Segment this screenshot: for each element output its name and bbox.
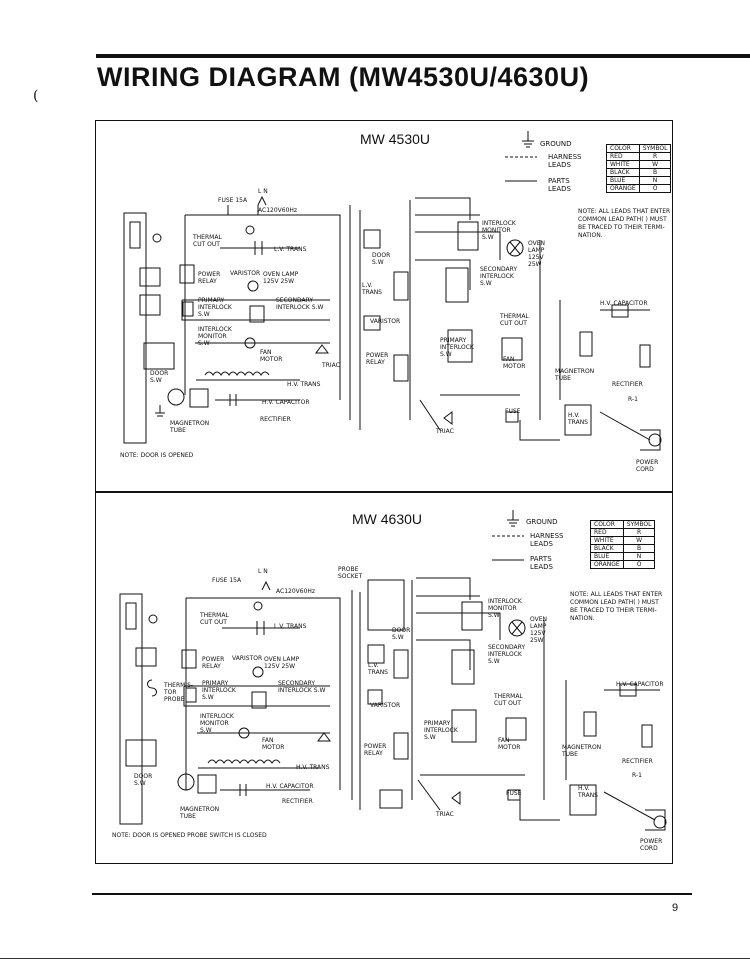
diagram-panel-mw4530u [95, 120, 673, 492]
label-hv-capacitor-b: H.V. CAPACITOR [266, 783, 314, 790]
label-hv-trans: H.V. TRANS [287, 381, 321, 388]
label-thermal-cutout: THERMAL CUT OUT [193, 234, 222, 248]
ground-icon-top [505, 131, 537, 182]
note-leads-top: NOTE: ALL LEADS THAT ENTER COMMON LEAD P… [578, 208, 671, 239]
label-interlock-monitor-right: INTERLOCK MONITOR S.W [482, 220, 516, 241]
label-rectifier-right-b: RECTIFIER [622, 758, 653, 765]
label-interlock-monitor-right-b: INTERLOCK MONITOR S.W [488, 598, 522, 619]
label-hv-trans-right: H.V. TRANS [568, 412, 588, 426]
label-hv-capacitor-right: H.V. CAPACITOR [600, 300, 648, 307]
legend-parts-bottom: PARTS LEADS [530, 555, 553, 571]
label-lv-trans-right-b: L.V. TRANS [368, 662, 388, 676]
label-fuse-b: FUSE 15A [212, 577, 242, 584]
label-door-sw-right: DOOR S.W [372, 252, 391, 266]
page-title: WIRING DIAGRAM (MW4530U/4630U) [97, 62, 590, 92]
label-fuse-right-b: FUSE [506, 790, 522, 797]
label-fuse: FUSE 15A [218, 197, 248, 204]
schematic-left-top [123, 195, 341, 444]
label-thermal-cutout-right: THERMAL CUT OUT [500, 313, 529, 327]
label-power-cord: POWER CORD [636, 459, 659, 473]
label-supply-b: AC120V60Hz [276, 588, 316, 595]
label-secondary-interlock-b: SECONDARY INTERLOCK S.W [278, 680, 326, 694]
legend-harness: HARNESS LEADS [548, 153, 582, 169]
bottom-rule [92, 893, 692, 895]
top-rule [96, 54, 750, 58]
model-title-mw4530u: MW 4530U [360, 131, 431, 147]
model-title-mw4630u: MW 4630U [352, 511, 423, 527]
label-thermistor-probe-b: THERMIS-TOR PROBE [164, 682, 194, 703]
label-hv-capacitor-right-b: H.V. CAPACITOR [616, 681, 664, 688]
label-hv-trans-right-b: H.V. TRANS [578, 785, 598, 799]
label-ln-b: L N [258, 568, 268, 575]
label-door-sw-b: DOOR S.W [134, 773, 153, 787]
margin-mark: ( [33, 88, 39, 104]
label-varistor: VARISTOR [230, 270, 261, 277]
note-top: NOTE: DOOR IS OPENED [120, 452, 194, 459]
label-ln: L N [258, 188, 268, 195]
label-door-sw: DOOR S.W [150, 370, 169, 384]
label-power-relay-right-b: POWER RELAY [364, 743, 387, 757]
label-secondary-interlock-right: SECONDARY INTERLOCK S.W [480, 266, 518, 287]
label-r1-b: R-1 [632, 772, 642, 779]
legend-harness-bottom: HARNESS LEADS [530, 532, 564, 548]
label-magnetron-right: MAGNETRON TUBE [555, 368, 595, 382]
label-lv-trans-right: L.V. TRANS [362, 282, 382, 296]
legend-ground: GROUND [540, 140, 572, 148]
label-probe-socket-b: PROBE SOCKET [338, 566, 363, 580]
label-interlock-monitor-b: INTERLOCK MONITOR S.W [200, 713, 234, 734]
label-rectifier-right: RECTIFIER [612, 381, 643, 388]
label-lv-trans: L.V. TRANS [274, 246, 307, 253]
schematic-right-top [349, 197, 662, 451]
label-rectifier-b: RECTIFIER [282, 798, 313, 805]
label-primary-interlock-right: PRIMARY INTERLOCK S.W [440, 337, 474, 358]
legend-ground-bottom: GROUND [526, 518, 558, 526]
legend-parts: PARTS LEADS [548, 177, 571, 193]
label-r1: R-1 [628, 396, 638, 403]
label-varistor-b: VARISTOR [232, 655, 263, 662]
label-power-relay-right: POWER RELAY [366, 352, 389, 366]
label-triac: TRIAC [322, 362, 340, 369]
label-rectifier: RECTIFIER [260, 416, 291, 423]
label-secondary-interlock-right-b: SECONDARY INTERLOCK S.W [488, 644, 526, 665]
ground-icon-bottom [492, 510, 524, 561]
label-hv-capacitor: H.V. CAPACITOR [262, 399, 310, 406]
diagram-panel-mw4630u [95, 492, 673, 864]
label-supply: AC120V60Hz [258, 207, 298, 214]
color-table-cell: O [638, 184, 672, 193]
label-thermal-cutout-b: THERMAL CUT OUT [200, 612, 229, 626]
label-fan-motor-right-b: FAN MOTOR [498, 737, 521, 751]
label-magnetron-right-b: MAGNETRON TUBE [562, 744, 602, 758]
color-table-cell: O [622, 560, 656, 569]
label-power-relay: POWER RELAY [198, 271, 221, 285]
label-magnetron-b: MAGNETRON TUBE [180, 806, 220, 820]
label-varistor-right-b: VARISTOR [370, 702, 401, 709]
label-oven-lamp-right-b: OVEN LAMP 125V 25W [530, 616, 548, 644]
note-leads-bottom: NOTE: ALL LEADS THAT ENTER COMMON LEAD P… [570, 591, 663, 622]
label-power-cord-b: POWER CORD [640, 838, 663, 852]
label-oven-lamp: OVEN LAMP 125V 25W [263, 271, 299, 285]
label-oven-lamp-b: OVEN LAMP 125V 25W [264, 656, 300, 670]
label-power-relay-b: POWER RELAY [202, 656, 225, 670]
label-primary-interlock-b: PRIMARY INTERLOCK S.W [202, 680, 236, 701]
label-fan-motor-b: FAN MOTOR [262, 737, 285, 751]
label-oven-lamp-right: OVEN LAMP 125V 25W [528, 240, 546, 268]
schematic-left-bottom [119, 580, 341, 825]
label-triac-right-b: TRIAC [436, 811, 454, 818]
label-fan-motor: FAN MOTOR [260, 349, 283, 363]
label-lv-trans-b: L.V. TRANS [274, 623, 307, 630]
label-thermal-cutout-right-b: THERMAL CUT OUT [494, 693, 523, 707]
label-varistor-right: VARISTOR [370, 318, 401, 325]
footer-rule [0, 958, 750, 959]
label-primary-interlock-right-b: PRIMARY INTERLOCK S.W [424, 720, 458, 741]
note-bottom: NOTE: DOOR IS OPENED PROBE SWITCH IS CLO… [112, 832, 267, 839]
label-triac-right: TRIAC [436, 428, 454, 435]
page-number: 9 [672, 902, 679, 914]
label-magnetron: MAGNETRON TUBE [170, 420, 210, 434]
schematic-right-bottom [351, 577, 667, 831]
